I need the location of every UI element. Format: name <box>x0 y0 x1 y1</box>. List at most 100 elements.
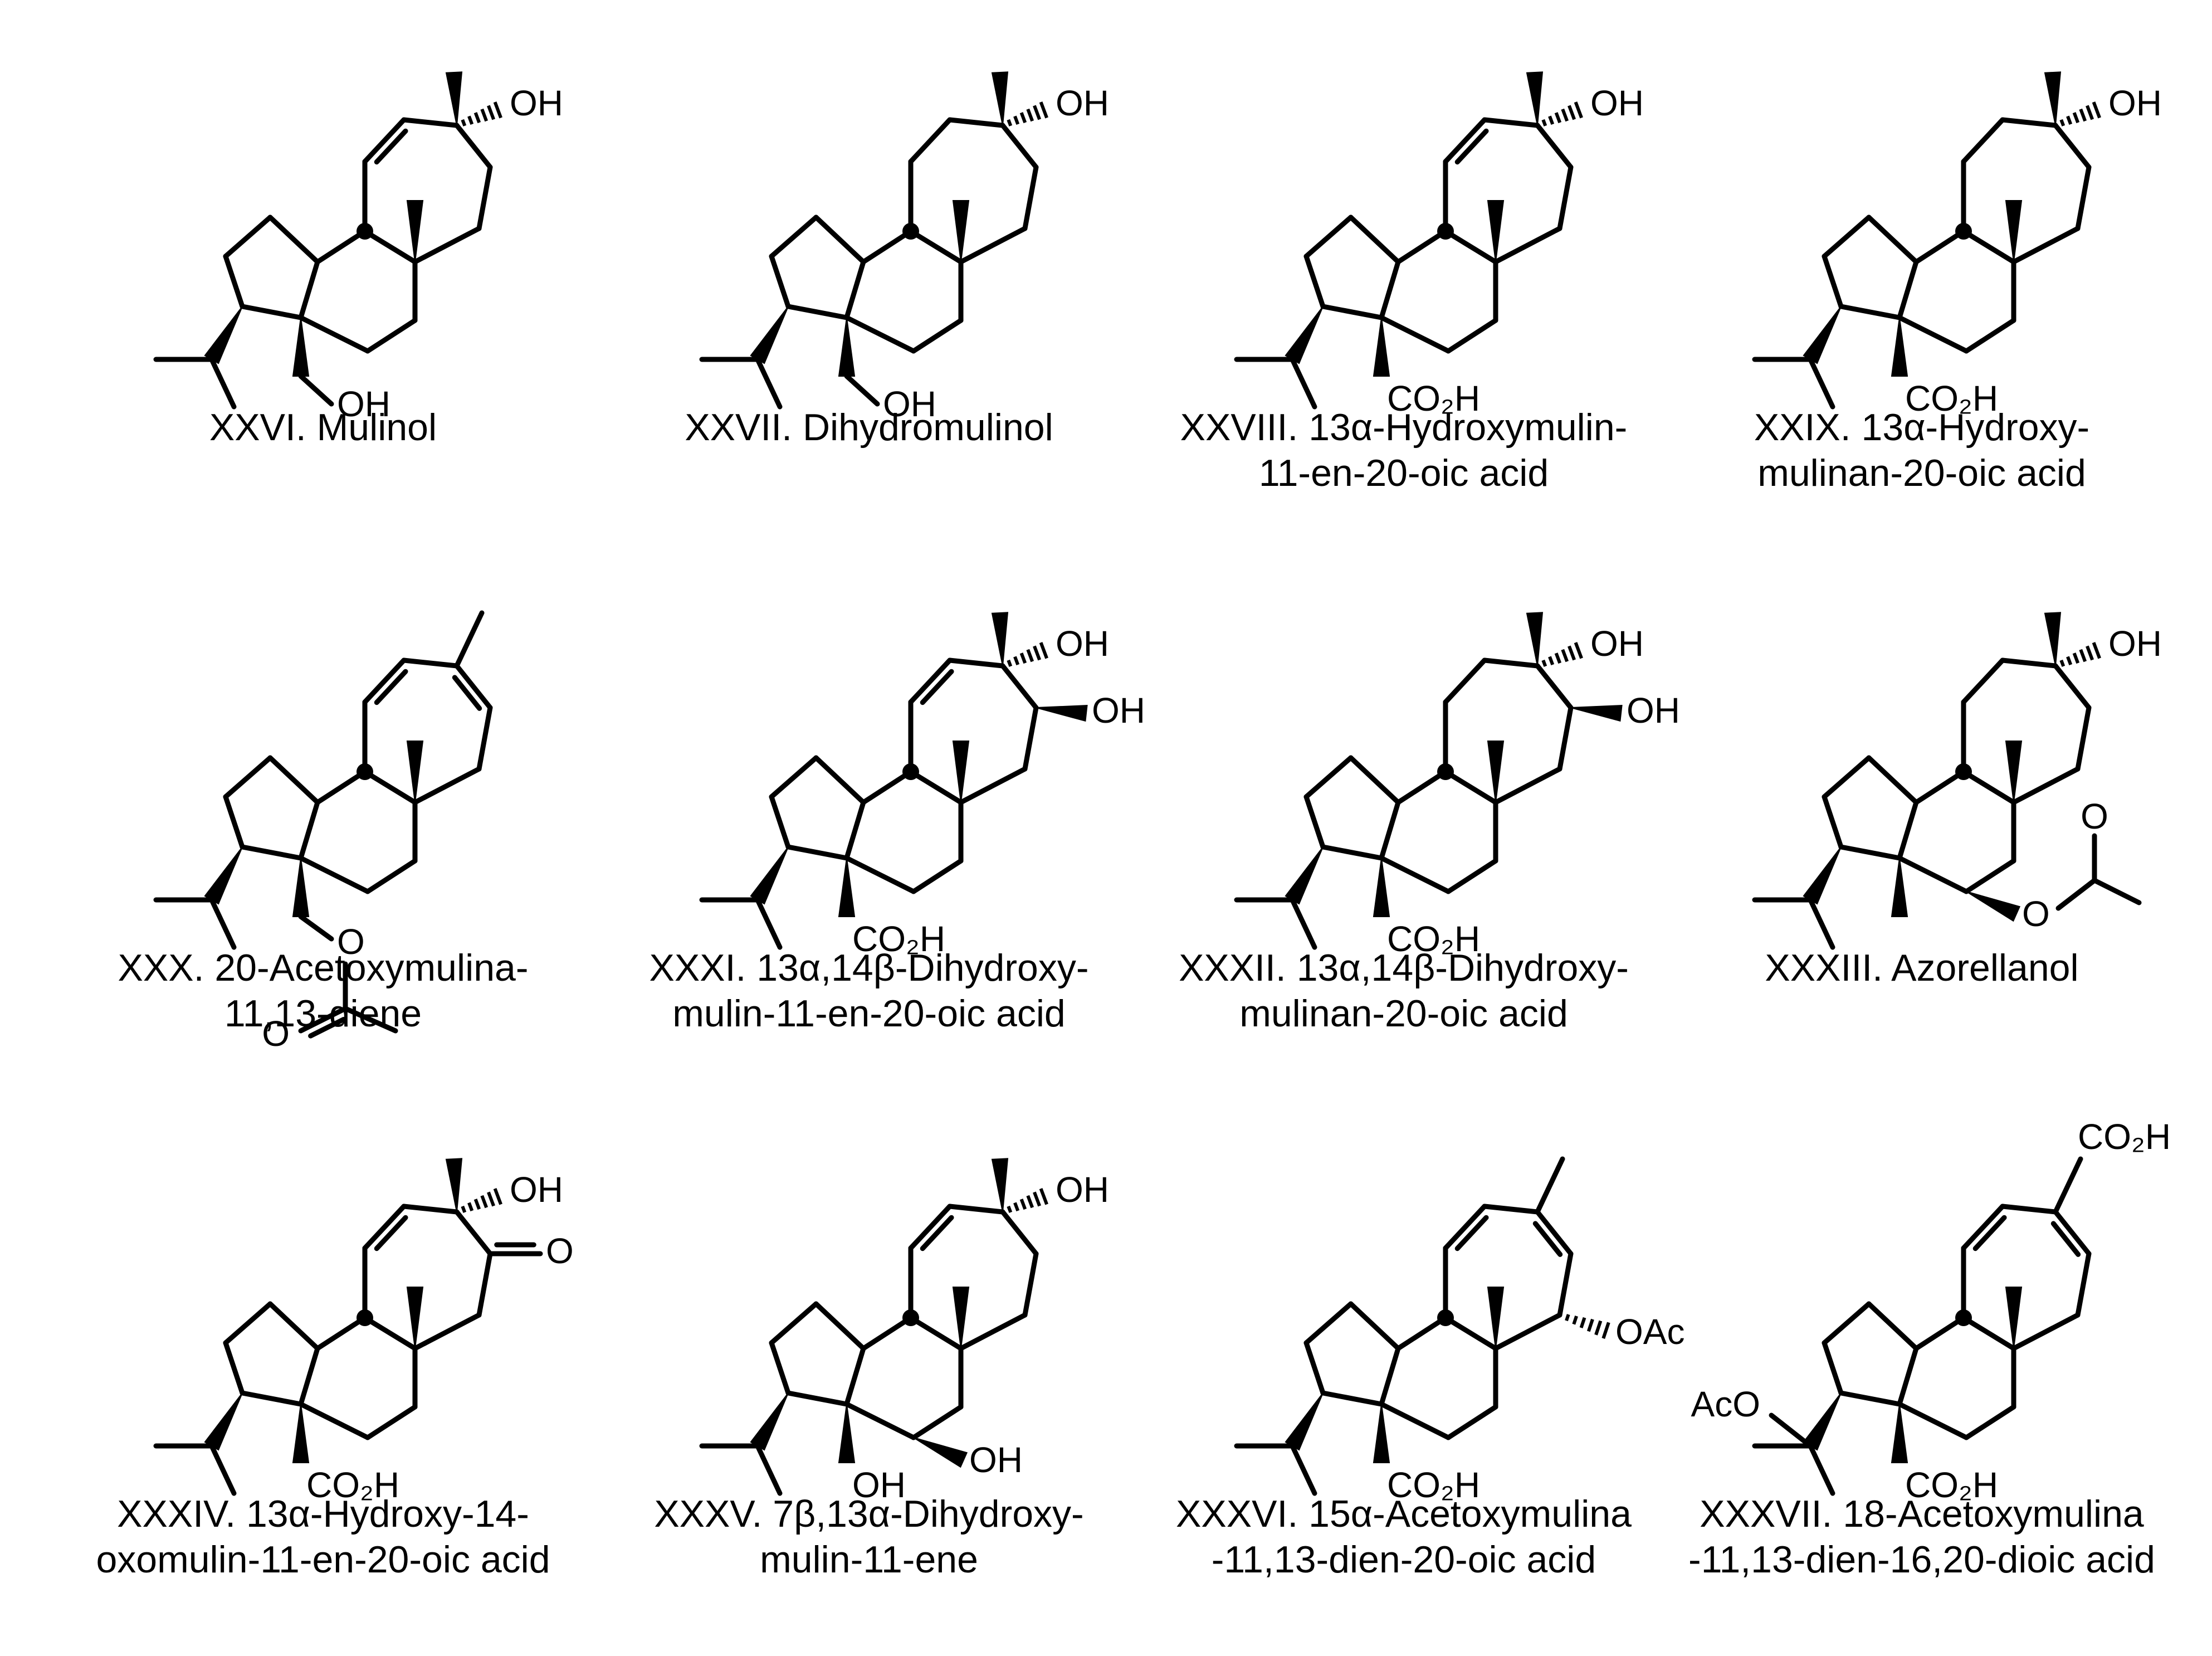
wedge-bond <box>204 846 243 905</box>
cyclohexane-bond <box>908 228 964 265</box>
hydroxyl-label: OH <box>2108 83 2162 123</box>
cycloheptane-bond <box>1493 226 1562 265</box>
cyclopentane-bond <box>1822 215 1872 259</box>
cycloheptane-bond <box>2075 705 2092 772</box>
wedge-bond <box>1891 1404 1908 1463</box>
cyclopentane-bond <box>223 794 245 850</box>
isopropyl-bond <box>1290 357 1317 410</box>
cyclohexane-bond <box>1395 1315 1448 1351</box>
methyl-bond <box>2092 878 2142 905</box>
cycloheptane-bond <box>908 117 953 164</box>
cyclopentane-bond <box>1822 794 1844 850</box>
wedge-bond <box>991 1158 1009 1212</box>
compound-caption-line2: -11,13-dien-20-oic acid <box>1212 1538 1596 1581</box>
cyclohexane-bond <box>1443 1315 1498 1351</box>
cyclopentane-bond <box>298 259 320 320</box>
cyclohexane-bond <box>844 855 916 894</box>
cyclohexane-bond <box>1443 228 1498 265</box>
cyclopentane-bond <box>223 1301 273 1346</box>
wedge-bond <box>2005 200 2023 262</box>
compound-caption-line2: mulinan-20-oic acid <box>1757 452 2086 494</box>
cycloheptane-bond <box>401 117 460 128</box>
carboxyl-label: CO₂H <box>1905 378 1998 418</box>
cyclohexane-bond <box>1897 855 1969 894</box>
cycloheptane-bond <box>1482 117 1540 128</box>
cyclohexane-bond <box>911 1404 964 1440</box>
cyclohexane-bond <box>908 1315 964 1351</box>
double-bond <box>374 128 408 165</box>
cyclohexane-bond <box>1379 855 1451 894</box>
cyclopentane-bond <box>844 1346 866 1407</box>
stereo-dot <box>357 223 373 240</box>
stereo-dot <box>902 763 919 780</box>
double-bond <box>308 1017 346 1039</box>
cyclopentane-bond <box>1320 304 1384 320</box>
cyclopentane-bond <box>223 215 273 259</box>
cyclopentane-bond <box>1866 215 1919 265</box>
cyclohexane-bond <box>1443 769 1498 805</box>
cycloheptane-bond <box>958 766 1028 805</box>
wedge-bond <box>292 1404 310 1463</box>
cyclopentane-bond <box>1303 1340 1326 1396</box>
wedge-bond <box>406 200 424 262</box>
cyclohexane-bond <box>365 858 418 894</box>
cycloheptane-bond <box>1022 1251 1039 1318</box>
cyclohexane-bond <box>1395 228 1448 265</box>
hydroxyl-label: OH <box>1056 624 1109 664</box>
stereo-dot <box>357 763 373 780</box>
cyclohexane-bond <box>1395 769 1448 805</box>
cyclohexane-bond <box>1964 318 2016 354</box>
cyclohexane-bond <box>1913 769 1966 805</box>
cyclohexane-bond <box>1913 228 1966 265</box>
carbonyl-bond <box>298 1006 348 1034</box>
cycloheptane-bond <box>947 1204 1005 1215</box>
ketone-label: O <box>546 1231 574 1271</box>
cyclohexane-bond <box>861 769 914 805</box>
carboxyl-label: CO₂H <box>2078 1117 2171 1157</box>
cycloheptane-bond <box>1022 164 1039 231</box>
cycloheptane-bond <box>1443 117 1487 164</box>
cyclopentane-bond <box>1379 1346 1401 1407</box>
isopropyl-bond <box>1808 897 1835 950</box>
cyclopentane-bond <box>769 794 791 850</box>
wedge-bond <box>1373 317 1390 377</box>
cyclohexane-bond <box>844 1401 916 1440</box>
double-bond <box>1454 1215 1489 1251</box>
cyclopentane-bond <box>223 1340 245 1396</box>
double-bond <box>374 1215 408 1251</box>
methyl-bond <box>454 610 485 669</box>
hashed-bond <box>2059 642 2101 667</box>
compound-caption-line2: mulin-11-en-20-oic acid <box>672 992 1066 1035</box>
cyclohexane-bond <box>911 318 964 354</box>
wedge-bond <box>1570 705 1623 722</box>
cyclohexane-bond <box>1379 1401 1451 1440</box>
cyclohexane-bond <box>1961 1315 2016 1351</box>
cycloheptane-bond <box>947 657 1005 669</box>
double-bond <box>2050 1221 2081 1257</box>
cycloheptane-bond <box>2011 766 2081 805</box>
cycloheptane-bond <box>1557 164 1574 231</box>
cyclohexane-bond <box>362 228 418 265</box>
cyclopentane-bond <box>1838 304 1902 320</box>
cycloheptane-bond <box>476 705 493 772</box>
compound-caption-line2: oxomulin-11-en-20-oic acid <box>96 1538 550 1581</box>
cyclohexane-bond <box>315 228 368 265</box>
cyclohexane-bond <box>911 858 964 894</box>
cycloheptane-bond <box>412 766 482 805</box>
cycloheptane-bond <box>1535 1209 1574 1256</box>
cyclopentane-bond <box>1348 1301 1401 1351</box>
cycloheptane-bond <box>1493 1312 1562 1351</box>
cycloheptane-bond <box>1482 657 1540 669</box>
cycloheptane-bond <box>1535 663 1574 710</box>
wedge-bond <box>952 200 970 262</box>
cycloheptane-bond <box>1493 766 1562 805</box>
wedge-bond <box>1487 1287 1505 1349</box>
hashed-bond <box>1541 101 1583 126</box>
cyclopentane-bond <box>1822 254 1844 309</box>
cycloheptane-bond <box>2075 164 2092 231</box>
isopropyl-bond <box>209 897 237 950</box>
